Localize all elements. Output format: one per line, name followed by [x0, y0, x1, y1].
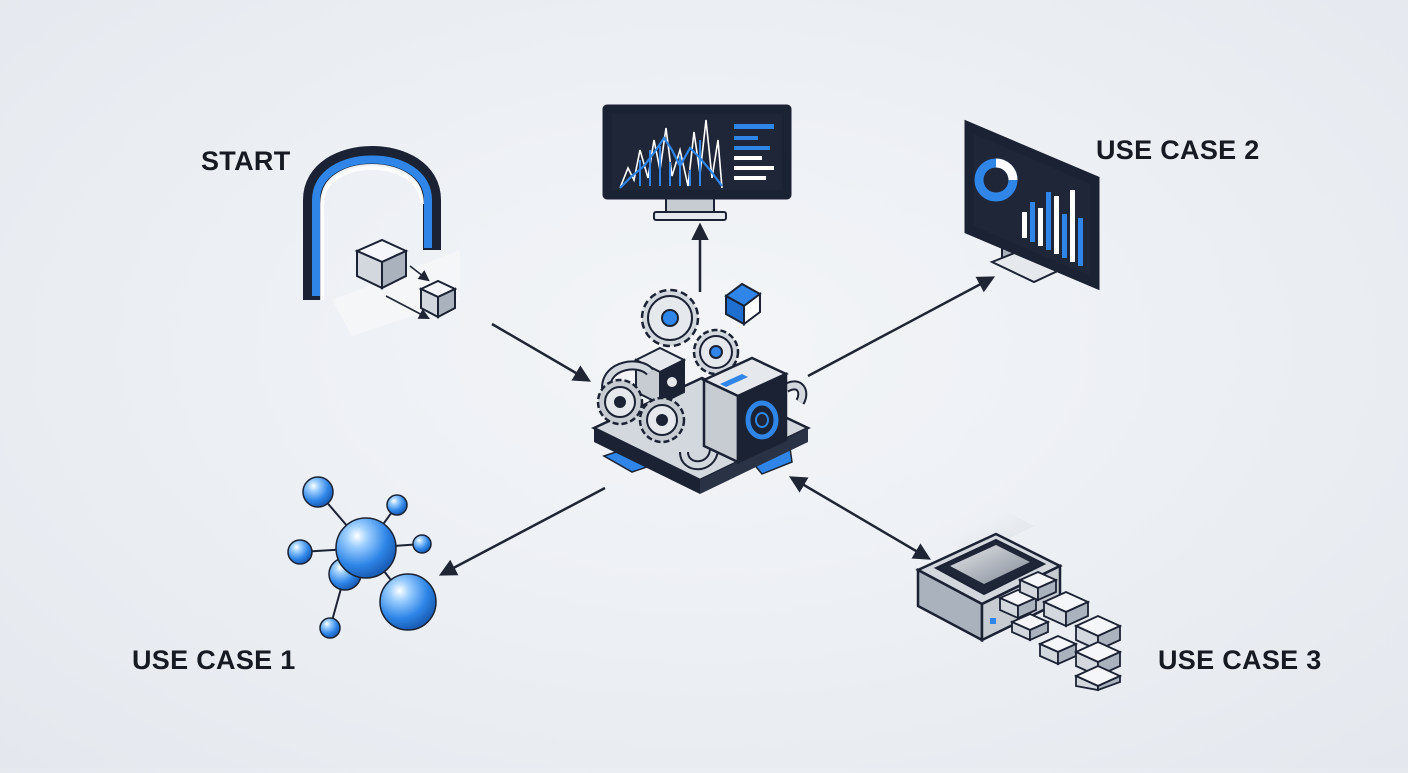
arrow-hub-to-use-case-1 [438, 486, 606, 576]
analytics-monitor-icon [602, 104, 792, 221]
start-label: START [201, 146, 291, 176]
cube-small-icon [418, 279, 458, 319]
data-blocks-icon [997, 571, 1123, 692]
gear-processing-hub-icon [591, 282, 811, 494]
archway-with-boxes-icon [303, 146, 460, 336]
network-molecule-icon [287, 476, 437, 639]
gear-icon [640, 288, 700, 348]
arrow-hub-to-use-case-2 [807, 276, 996, 378]
cube-large-icon [354, 238, 409, 290]
control-cabinet-icon [701, 356, 789, 464]
arrow-hub-use-case-3-bidirectional [788, 476, 932, 560]
gear-icon [692, 328, 740, 376]
gear-icon [596, 378, 644, 426]
storage-device-with-blocks-icon [915, 512, 1123, 692]
use-case-1-label: USE CASE 1 [132, 645, 296, 675]
dashboard-monitor-icon [964, 119, 1100, 291]
arrow-start-to-hub [491, 322, 592, 382]
cube-blue-icon [724, 282, 762, 326]
connector-arrows [438, 222, 996, 576]
gear-icon [638, 396, 686, 444]
use-case-2-label: USE CASE 2 [1096, 135, 1260, 165]
use-case-3-label: USE CASE 3 [1158, 645, 1322, 675]
